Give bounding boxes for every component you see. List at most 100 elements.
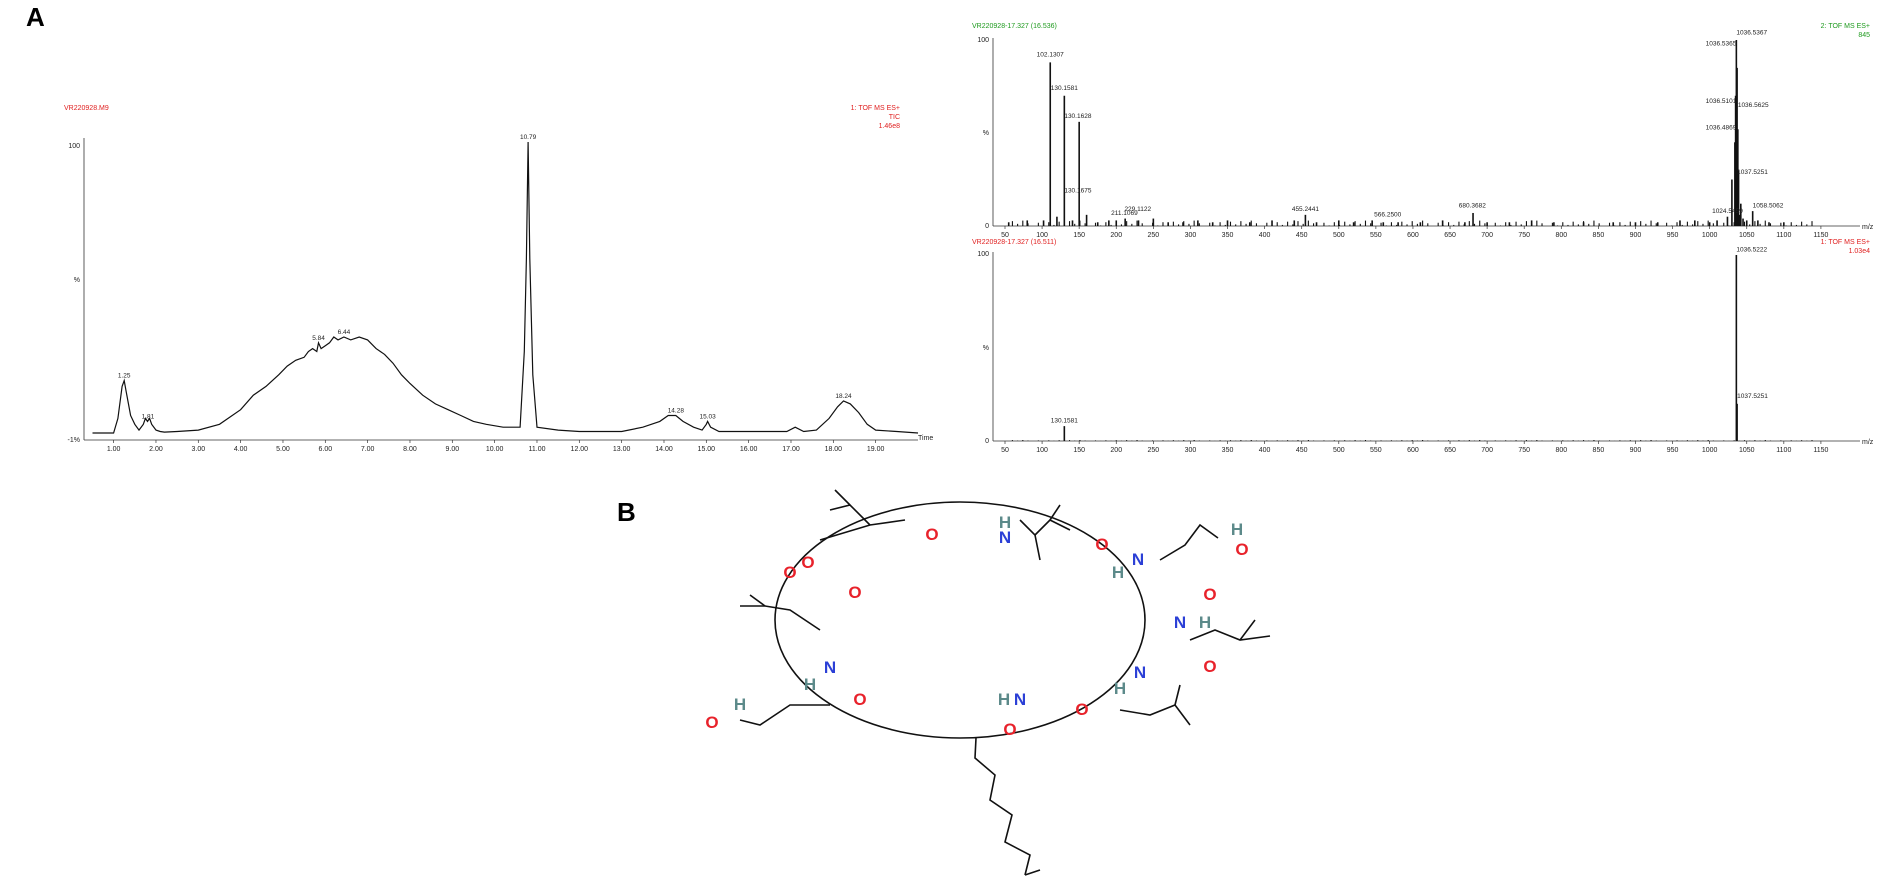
ms-peak-label: 130.1581	[1051, 417, 1078, 424]
chromatogram-xtick-label: 13.00	[613, 446, 631, 453]
ms-peak-label: 1037.5251	[1737, 169, 1768, 176]
macrocycle-ring	[774, 501, 1146, 739]
chromatogram-xtick-label: 18.00	[825, 446, 843, 453]
chromatogram-xtick-label: 8.00	[403, 446, 417, 453]
ms-top-header-left: VR220928-17.327 (16.536)	[972, 23, 1057, 30]
chromatogram-xtick-label: 5.00	[276, 446, 290, 453]
ms-xtick-label: 900	[1630, 232, 1642, 239]
chromatogram-peak-label: 18.24	[835, 393, 852, 400]
chromatogram-header-right-2: TIC	[889, 114, 900, 121]
ms-bottom-ytick-100: 100	[977, 251, 989, 258]
oxygen-atom: O	[801, 553, 814, 572]
ms-bottom-ytick-0: 0	[985, 438, 989, 445]
chromatogram-xtick-label: 7.00	[361, 446, 375, 453]
hydrogen-atom: H	[1231, 520, 1243, 539]
ms-peak-label: 1024.5459	[1712, 208, 1743, 215]
hydrogen-atom: H	[998, 690, 1010, 709]
oxygen-atom: O	[705, 713, 718, 732]
ms-xtick-label: 900	[1630, 447, 1642, 454]
chromatogram-peak-label: 10.79	[520, 134, 537, 141]
ms-xtick-label: 350	[1222, 232, 1234, 239]
ms-peak-label: 680.3682	[1459, 202, 1486, 209]
chromatogram-peak-label: 15.03	[699, 413, 716, 420]
hydrogen-atom: H	[999, 513, 1011, 532]
ms-xtick-label: 550	[1370, 447, 1382, 454]
chromatogram-header-left: VR220928.M9	[64, 105, 109, 112]
ms-xtick-label: 1000	[1702, 447, 1718, 454]
chromatogram-trace	[92, 141, 919, 434]
ms-xtick-label: 850	[1593, 232, 1605, 239]
nitrogen-atom: N	[1174, 613, 1186, 632]
ms-bottom-x-unit: m/z	[1862, 439, 1874, 446]
ms-top-ytick-100: 100	[977, 37, 989, 44]
ms-xtick-label: 700	[1481, 447, 1493, 454]
ms-peak-label: 1036.4869	[1706, 124, 1737, 131]
ms-xtick-label: 100	[1036, 447, 1048, 454]
ms-top-header-right-1: 2: TOF MS ES+	[1821, 23, 1870, 30]
oxygen-atom: O	[853, 690, 866, 709]
ms-xtick-label: 800	[1555, 232, 1567, 239]
ms-top-header-right-2: 845	[1858, 32, 1870, 39]
chromatogram-xtick-label: 11.00	[528, 446, 545, 453]
chromatogram-xtick-label: 3.00	[191, 446, 205, 453]
ms-peak-label: 1058.5062	[1753, 202, 1784, 209]
ms-bottom-bars	[1011, 255, 1813, 441]
ms-xtick-label: 1050	[1739, 232, 1755, 239]
ms-bottom-header-right-1: 1: TOF MS ES+	[1821, 239, 1870, 246]
oxygen-atom: O	[925, 525, 938, 544]
ms-bottom-header-left: VR220928-17.327 (16.511)	[972, 239, 1056, 246]
ms-xtick-label: 300	[1185, 447, 1197, 454]
oxygen-atom: O	[1095, 535, 1108, 554]
ms-xtick-label: 1100	[1776, 232, 1791, 239]
hydrogen-atom: H	[1114, 679, 1126, 698]
ms-xtick-label: 300	[1185, 232, 1197, 239]
chromatogram-xtick-label: 12.00	[571, 446, 589, 453]
chromatogram-peak-label: 6.44	[338, 329, 351, 336]
chromatogram-xtick-label: 19.00	[867, 446, 885, 453]
oxygen-atom: O	[1003, 720, 1016, 739]
ms-xtick-label: 1100	[1776, 447, 1791, 454]
ms-xtick-label: 150	[1073, 232, 1085, 239]
oxygen-atom: O	[1203, 657, 1216, 676]
oxygen-atom: O	[1075, 700, 1088, 719]
nitrogen-atom: N	[1132, 550, 1144, 569]
ms-peak-label: 1037.5251	[1737, 393, 1768, 400]
chromatogram-ytick-100: 100	[68, 143, 80, 150]
ms-xtick-label: 1150	[1813, 447, 1828, 454]
ms-xtick-label: 50	[1001, 232, 1009, 239]
ms-xtick-label: 250	[1148, 232, 1160, 239]
structure-bonds	[739, 489, 1271, 876]
ms-peak-label: 1036.5625	[1738, 102, 1769, 109]
hydrogen-atom: H	[1199, 613, 1211, 632]
ms-peak-label: 130.1628	[1064, 113, 1091, 120]
ms-peak-label: 1036.5367	[1736, 29, 1767, 36]
oxygen-atom: O	[783, 563, 796, 582]
chromatogram-xtick-label: 15.00	[698, 446, 716, 453]
ms-xtick-label: 1050	[1739, 447, 1755, 454]
hydrogen-atom: H	[734, 695, 746, 714]
chromatogram-xtick-label: 2.00	[149, 446, 163, 453]
chromatogram-peak-label: 1.25	[118, 373, 131, 380]
ms-xtick-label: 950	[1667, 232, 1679, 239]
ms-peak-label: 130.1581	[1051, 85, 1078, 92]
ms-peak-label: 455.2441	[1292, 206, 1319, 213]
ms-peak-label: 1036.5365	[1706, 41, 1737, 48]
ms-peak-label: 229.1122	[1124, 206, 1151, 213]
ms-xtick-label: 950	[1667, 447, 1679, 454]
ms-xtick-label: 450	[1296, 232, 1308, 239]
hydrogen-atom: H	[1112, 563, 1124, 582]
ms-xtick-label: 450	[1296, 447, 1308, 454]
ms-xtick-label: 350	[1222, 447, 1234, 454]
chromatogram-xtick-label: 4.00	[234, 446, 248, 453]
ms-xtick-label: 600	[1407, 232, 1419, 239]
ms-xtick-label: 50	[1001, 447, 1009, 454]
ms-xtick-label: 600	[1407, 447, 1419, 454]
ms-xtick-label: 200	[1110, 447, 1122, 454]
ms-xtick-label: 550	[1370, 232, 1382, 239]
ms-xtick-label: 700	[1481, 232, 1493, 239]
